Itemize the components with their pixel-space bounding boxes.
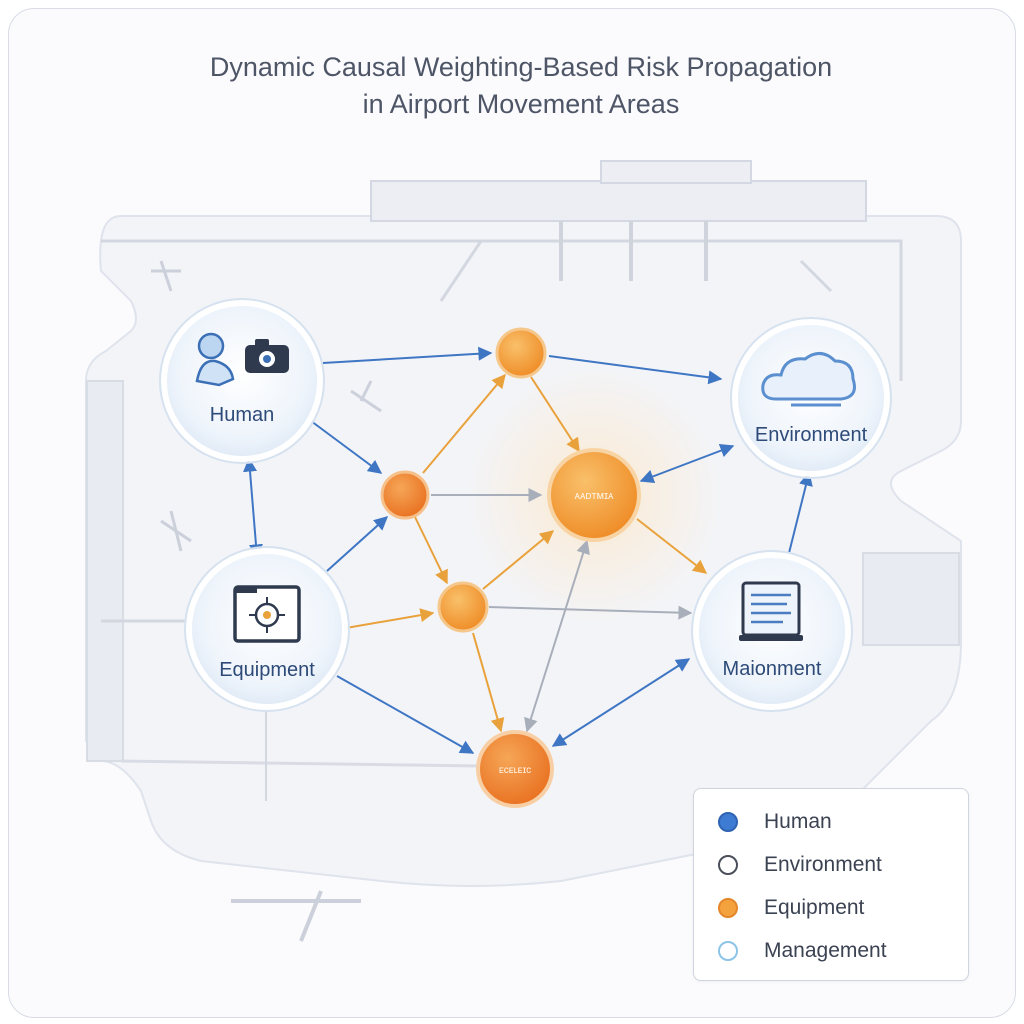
legend-swatch-human — [718, 812, 738, 832]
node-human: Human — [159, 298, 325, 464]
node-management-label: Maionment — [723, 658, 822, 680]
node-environment: Environment — [730, 317, 892, 479]
cloud-icon — [761, 352, 856, 407]
edge-mid-to-bottom — [472, 632, 505, 733]
legend-swatch-management — [718, 941, 738, 961]
legend-item-management: Management — [718, 936, 887, 966]
edge-top-to-hub — [530, 376, 580, 453]
risk-propagation-diagram: ᴀᴀᴅᴛᴍɪᴀ ᴇᴄᴇʟᴇɪᴄ Human E — [85, 160, 962, 942]
person-camera-icon — [195, 332, 289, 387]
title-line-2: in Airport Movement Areas — [362, 89, 680, 119]
diagram-title: Dynamic Causal Weighting-Based Risk Prop… — [9, 49, 1015, 123]
monitor-target-icon — [233, 585, 301, 643]
edge-hub-environment — [639, 443, 735, 484]
edge-left-to-top — [422, 373, 506, 474]
edge-top-to-environment — [548, 355, 723, 385]
document-tablet-icon — [739, 581, 803, 641]
edge-mid-to-management — [488, 605, 693, 620]
legend-swatch-equipment — [718, 898, 738, 918]
edge-human-to-left — [310, 420, 383, 474]
edge-equipment-to-bottom — [336, 675, 475, 754]
edge-human-to-top — [322, 346, 493, 364]
edge-left-to-mid — [414, 516, 448, 585]
edge-management-to-environment — [788, 471, 813, 554]
edge-hub-bottom — [524, 539, 590, 733]
legend-label-management: Management — [764, 939, 887, 962]
edges — [243, 346, 813, 754]
node-equipment: Equipment — [184, 546, 350, 712]
risk-hub-center-label: ᴀᴀᴅᴛᴍɪᴀ — [575, 490, 614, 502]
legend-label-environment: Environment — [764, 853, 882, 876]
legend: Human Environment Equipment Management — [693, 788, 969, 981]
edge-equipment-to-mid — [345, 608, 435, 629]
title-line-1: Dynamic Causal Weighting-Based Risk Prop… — [209, 52, 833, 82]
legend-item-human: Human — [718, 807, 832, 837]
legend-item-environment: Environment — [718, 850, 882, 880]
risk-hub-bottom-label: ᴇᴄᴇʟᴇɪᴄ — [499, 765, 531, 776]
node-equipment-label: Equipment — [219, 659, 315, 681]
risk-node-middle — [437, 581, 489, 633]
node-management: Maionment — [691, 550, 853, 712]
risk-node-left — [380, 470, 430, 520]
risk-hub-center — [547, 448, 641, 542]
risk-hub-bottom — [476, 730, 554, 808]
diagram-frame: Dynamic Causal Weighting-Based Risk Prop… — [8, 8, 1016, 1018]
legend-label-equipment: Equipment — [764, 896, 865, 919]
legend-label-human: Human — [764, 810, 832, 833]
edge-human-equipment — [243, 457, 263, 559]
legend-swatch-environment — [718, 855, 738, 875]
node-human-label: Human — [210, 404, 274, 426]
risk-node-top — [495, 327, 547, 379]
legend-item-equipment: Equipment — [718, 893, 864, 923]
edge-equipment-to-left — [326, 516, 389, 572]
node-environment-label: Environment — [755, 424, 868, 446]
edge-hub-to-management — [636, 518, 708, 574]
